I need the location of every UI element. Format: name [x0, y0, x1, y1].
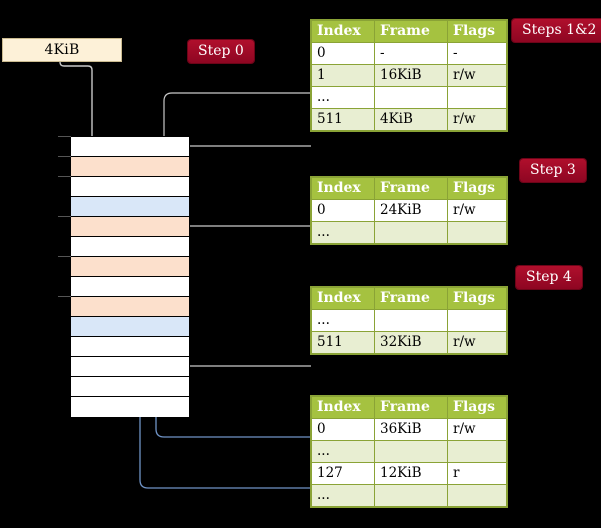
step-badge-steps-1-2: Steps 1&2: [512, 19, 601, 42]
physical-memory-column: [70, 136, 190, 417]
table-level-3-r2-frame: 12KiB: [374, 462, 448, 485]
table-level-2-r1-frame: 32KiB: [374, 331, 448, 354]
table-level-0-r3-frame: 4KiB: [374, 108, 448, 131]
memory-frame-row-1: [71, 157, 189, 177]
table-level-3-r0-index: 0: [311, 418, 375, 441]
memory-frame-row-6: [71, 257, 189, 277]
table-level-3-r1-flags: [447, 440, 507, 463]
table-level-1-header-flags: Flags: [447, 177, 507, 200]
memory-boundary-tick-2: [58, 176, 71, 177]
table-level-0-r3-flags: r/w: [447, 108, 507, 131]
table-level-3-r2-index: 127: [311, 462, 375, 485]
table-level-1-r0-flags: r/w: [447, 199, 507, 222]
table-level-1-r1-frame: [374, 221, 448, 244]
table-level-3-r3-frame: [374, 484, 448, 507]
step-badge-step-3: Step 3: [520, 159, 586, 182]
table-level-0-row: 0--: [311, 42, 507, 65]
source-frame-box: 4KiB: [2, 38, 122, 62]
table-level-2-r0-index: ...: [311, 309, 375, 332]
memory-boundary-tick-8: [58, 296, 71, 297]
table-level-1-r1-index: ...: [311, 221, 375, 244]
table-level-2-r0-flags: [447, 309, 507, 332]
table-level-3-header-frame: Frame: [374, 396, 448, 419]
memory-frame-row-10: [71, 337, 189, 357]
table-level-0-r0-flags: -: [447, 42, 507, 65]
memory-frame-row-11: [71, 357, 189, 377]
wire-l1-entry-to-frame: [179, 225, 311, 256]
table-level-0-row: ...: [311, 86, 507, 109]
table-level-0-r2-frame: [374, 86, 448, 109]
table-level-1-header-frame: Frame: [374, 177, 448, 200]
table-level-3-r1-frame: [374, 440, 448, 463]
step-badge-step-4: Step 4: [516, 266, 582, 289]
step-4-label: Step 4: [526, 269, 572, 285]
table-level-3-header-flags: Flags: [447, 396, 507, 419]
table-level-0-header-flags: Flags: [447, 20, 507, 43]
table-level-2-header-frame: Frame: [374, 287, 448, 310]
memory-frame-row-0: [71, 137, 189, 157]
table-level-1-r0-index: 0: [311, 199, 375, 222]
memory-frame-row-3: [71, 197, 189, 217]
step-3-label: Step 3: [530, 162, 576, 178]
table-level-3-row: ...: [311, 484, 507, 507]
table-level-0-header-frame: Frame: [374, 20, 448, 43]
table-level-1-r1-flags: [447, 221, 507, 244]
table-level-2-header-index: Index: [311, 287, 375, 310]
table-level-3-r3-flags: [447, 484, 507, 507]
table-level-3-header-index: Index: [311, 396, 375, 419]
memory-frame-row-7: [71, 277, 189, 297]
memory-boundary-tick-4: [58, 216, 71, 217]
memory-frame-row-12: [71, 377, 189, 397]
table-level-2-header-flags: Flags: [447, 287, 507, 310]
step-0-label: Step 0: [198, 43, 244, 59]
table-level-0-r3-index: 511: [311, 108, 375, 131]
steps-1-2-label: Steps 1&2: [522, 22, 597, 38]
table-level-0-r1-flags: r/w: [447, 64, 507, 87]
table-level-3-r1-index: ...: [311, 440, 375, 463]
wire-l0-entry-to-frame: [169, 145, 311, 156]
table-level-2-r1-index: 511: [311, 331, 375, 354]
memory-frame-row-8: [71, 297, 189, 317]
memory-frame-row-9: [71, 317, 189, 337]
memory-boundary-tick-0: [58, 136, 71, 137]
table-level-3-row: ...: [311, 440, 507, 463]
table-level-3-r0-flags: r/w: [447, 418, 507, 441]
table-level-3-r2-flags: r: [447, 462, 507, 485]
table-level-0-header-index: Index: [311, 20, 375, 43]
table-level-2-r0-frame: [374, 309, 448, 332]
table-level-0-r1-index: 1: [311, 64, 375, 87]
memory-boundary-tick-6: [58, 256, 71, 257]
table-level-0-r2-index: ...: [311, 86, 375, 109]
table-level-3-r0-frame: 36KiB: [374, 418, 448, 441]
source-frame-label: 4KiB: [44, 42, 80, 58]
table-level-1-r0-frame: 24KiB: [374, 199, 448, 222]
table-level-2-r1-flags: r/w: [447, 331, 507, 354]
table-level-0-r0-index: 0: [311, 42, 375, 65]
memory-frame-row-4: [71, 217, 189, 237]
table-level-0-r1-frame: 16KiB: [374, 64, 448, 87]
table-level-1-row: ...: [311, 221, 507, 244]
table-level-3-r3-index: ...: [311, 484, 375, 507]
memory-frame-row-13: [71, 397, 189, 417]
memory-frame-row-5: [71, 237, 189, 257]
table-level-1-header-index: Index: [311, 177, 375, 200]
step-badge-step-0: Step 0: [188, 40, 254, 63]
table-level-2-row: ...: [311, 309, 507, 332]
wire-l2-entry-to-frame: [173, 326, 311, 367]
table-level-0-r0-frame: -: [374, 42, 448, 65]
memory-frame-row-2: [71, 177, 189, 197]
memory-boundary-tick-1: [58, 156, 71, 157]
table-level-0-r2-flags: [447, 86, 507, 109]
